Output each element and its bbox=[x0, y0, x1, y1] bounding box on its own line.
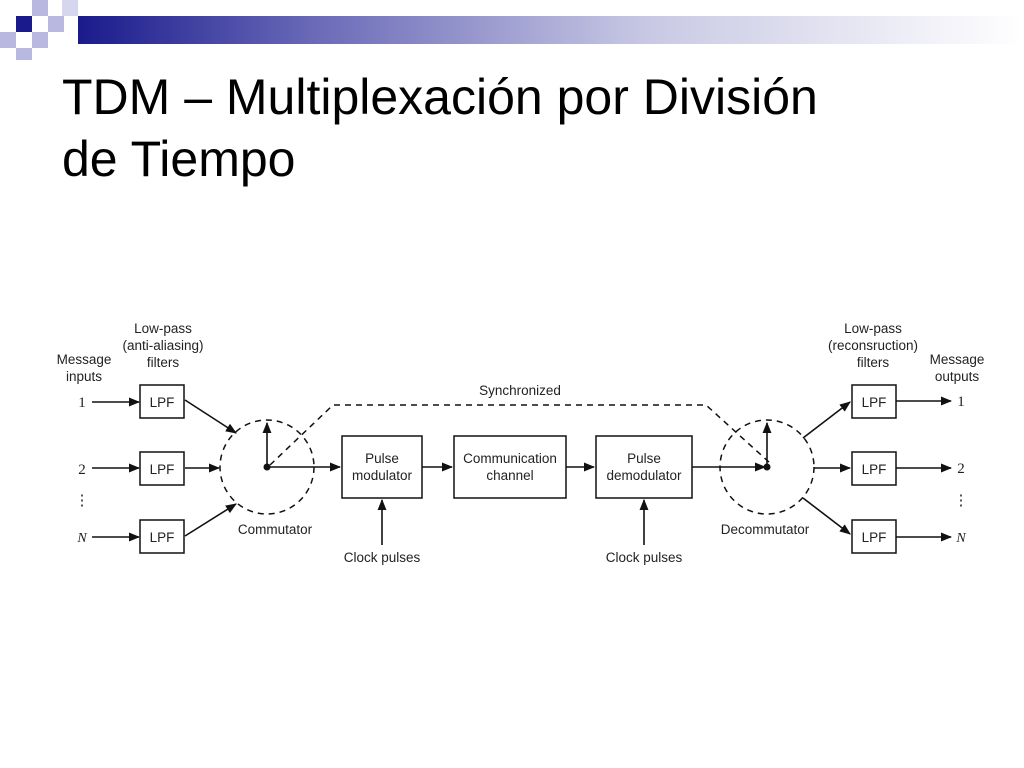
slide-title: TDM – Multiplexación por División de Tie… bbox=[62, 66, 1002, 190]
pulse-demodulator-label: demodulator bbox=[606, 468, 682, 483]
decommutator-circle bbox=[719, 419, 815, 515]
pulse-demodulator-block bbox=[595, 435, 693, 499]
banner-square bbox=[0, 0, 16, 16]
output-channel-id: N bbox=[955, 531, 966, 546]
communication-channel-label: channel bbox=[486, 468, 533, 483]
output-dots: ⋮ bbox=[954, 493, 969, 509]
pulse-modulator-block bbox=[341, 435, 423, 499]
output-label: Message bbox=[930, 352, 985, 367]
synchronized-label: Synchronized bbox=[479, 383, 561, 398]
banner-square bbox=[16, 16, 32, 32]
lpf-block-output bbox=[851, 451, 897, 486]
output-label: outputs bbox=[935, 369, 980, 384]
commutator-label: Commutator bbox=[238, 522, 313, 537]
slide-title-line: de Tiempo bbox=[62, 131, 296, 187]
lpf-in-label: (anti-aliasing) bbox=[122, 338, 203, 353]
input-label: inputs bbox=[66, 369, 102, 384]
pulse-modulator-label: Pulse bbox=[365, 451, 399, 466]
banner-square bbox=[32, 0, 48, 16]
clock-pulses-label: Clock pulses bbox=[344, 550, 421, 565]
input-channel-id: 1 bbox=[78, 395, 86, 411]
lpf-out-label: (reconsruction) bbox=[828, 338, 918, 353]
decommutator-to-lpf-arrow bbox=[802, 497, 851, 535]
decommutator-label: Decommutator bbox=[721, 522, 810, 537]
banner-square bbox=[48, 16, 64, 32]
lpf-block-input bbox=[139, 384, 185, 419]
lpf-label: LPF bbox=[862, 395, 887, 410]
pulse-modulator-label: modulator bbox=[352, 468, 413, 483]
lpf-block-input bbox=[139, 451, 185, 486]
lpf-block-output bbox=[851, 519, 897, 554]
communication-channel-label: Communication bbox=[463, 451, 557, 466]
output-channel-id: 1 bbox=[957, 394, 965, 410]
slide-title-line: TDM – Multiplexación por División bbox=[62, 69, 818, 125]
input-channel-id: N bbox=[76, 531, 87, 546]
clock-pulses-label: Clock pulses bbox=[606, 550, 683, 565]
lpf-to-commutator-arrow bbox=[184, 503, 237, 537]
communication-channel-block bbox=[453, 435, 567, 499]
lpf-to-commutator-arrow bbox=[184, 399, 237, 434]
input-label: Message bbox=[57, 352, 112, 367]
lpf-block-input bbox=[139, 519, 185, 554]
banner-square bbox=[16, 48, 32, 60]
lpf-out-label: filters bbox=[857, 355, 890, 370]
banner-square bbox=[32, 32, 48, 48]
pulse-demodulator-label: Pulse bbox=[627, 451, 661, 466]
lpf-out-label: Low-pass bbox=[844, 321, 902, 336]
input-dots: ⋮ bbox=[75, 493, 90, 509]
lpf-label: LPF bbox=[150, 530, 175, 545]
output-channel-id: 2 bbox=[957, 461, 965, 477]
decommutator-to-lpf-arrow bbox=[802, 401, 851, 439]
lpf-label: LPF bbox=[150, 395, 175, 410]
lpf-label: LPF bbox=[150, 462, 175, 477]
banner-gradient-bar bbox=[78, 16, 1024, 44]
lpf-block-output bbox=[851, 384, 897, 419]
lpf-in-label: Low-pass bbox=[134, 321, 192, 336]
input-channel-id: 2 bbox=[78, 462, 86, 478]
header-banner bbox=[0, 0, 1024, 60]
lpf-in-label: filters bbox=[147, 355, 180, 370]
lpf-label: LPF bbox=[862, 462, 887, 477]
banner-square bbox=[62, 0, 78, 16]
banner-square bbox=[0, 32, 16, 48]
lpf-label: LPF bbox=[862, 530, 887, 545]
